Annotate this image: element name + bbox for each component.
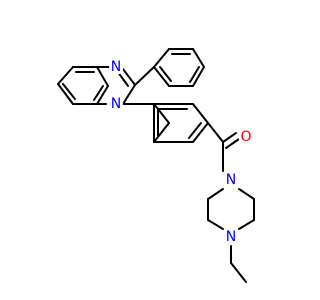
bond-p6-p1 (153, 66, 170, 87)
atom-labels: N N O N N (108, 56, 255, 248)
bond-pip-6 (238, 188, 255, 200)
bond-double-phenyl-2 (189, 66, 200, 83)
bond-q1-q2 (153, 103, 170, 124)
atom-o1: O (240, 129, 251, 145)
atom-n4: N (226, 229, 236, 245)
bond-phenyl-carbonyl (207, 122, 224, 143)
bond-lines (57, 48, 255, 283)
bond-double-left-3 (62, 83, 76, 100)
bond-double-pyrazine-1 (117, 71, 129, 87)
atom-n1: N (111, 59, 121, 75)
bond-p4-p5 (192, 66, 205, 87)
bond-double-left-2 (93, 85, 104, 101)
bond-q6-q7 (192, 122, 209, 143)
bond-carbonyl-o-1 (222, 132, 237, 143)
bond-double-phenyl-3 (159, 66, 172, 82)
bond-ethyl-2 (230, 262, 247, 283)
bond-carbonyl-o-2 (225, 138, 240, 149)
bond-pip-4 (238, 219, 255, 230)
bond-pip-3 (207, 219, 224, 230)
atom-n3: N (226, 172, 236, 188)
bond-eq (57, 83, 74, 105)
diagram-canvas: N N O N N (57, 48, 255, 283)
atom-n2: N (111, 96, 121, 112)
molecule-structure: N N O N N (57, 48, 255, 283)
bond-c1-phenyl (134, 66, 155, 86)
bond-p3-p4 (192, 48, 205, 68)
bond-p1-p2 (153, 48, 170, 68)
bond-bc (96, 66, 109, 87)
bond-pip-1 (207, 188, 224, 200)
bond-n1-c1 (122, 68, 136, 86)
bond-double-lower-2 (188, 122, 202, 139)
bond-cd (96, 85, 109, 105)
bond-qa (57, 66, 74, 85)
bond-q5-q6 (192, 103, 209, 124)
bond-c1-c2 (122, 84, 136, 105)
bond-q2-q3 (153, 122, 170, 143)
